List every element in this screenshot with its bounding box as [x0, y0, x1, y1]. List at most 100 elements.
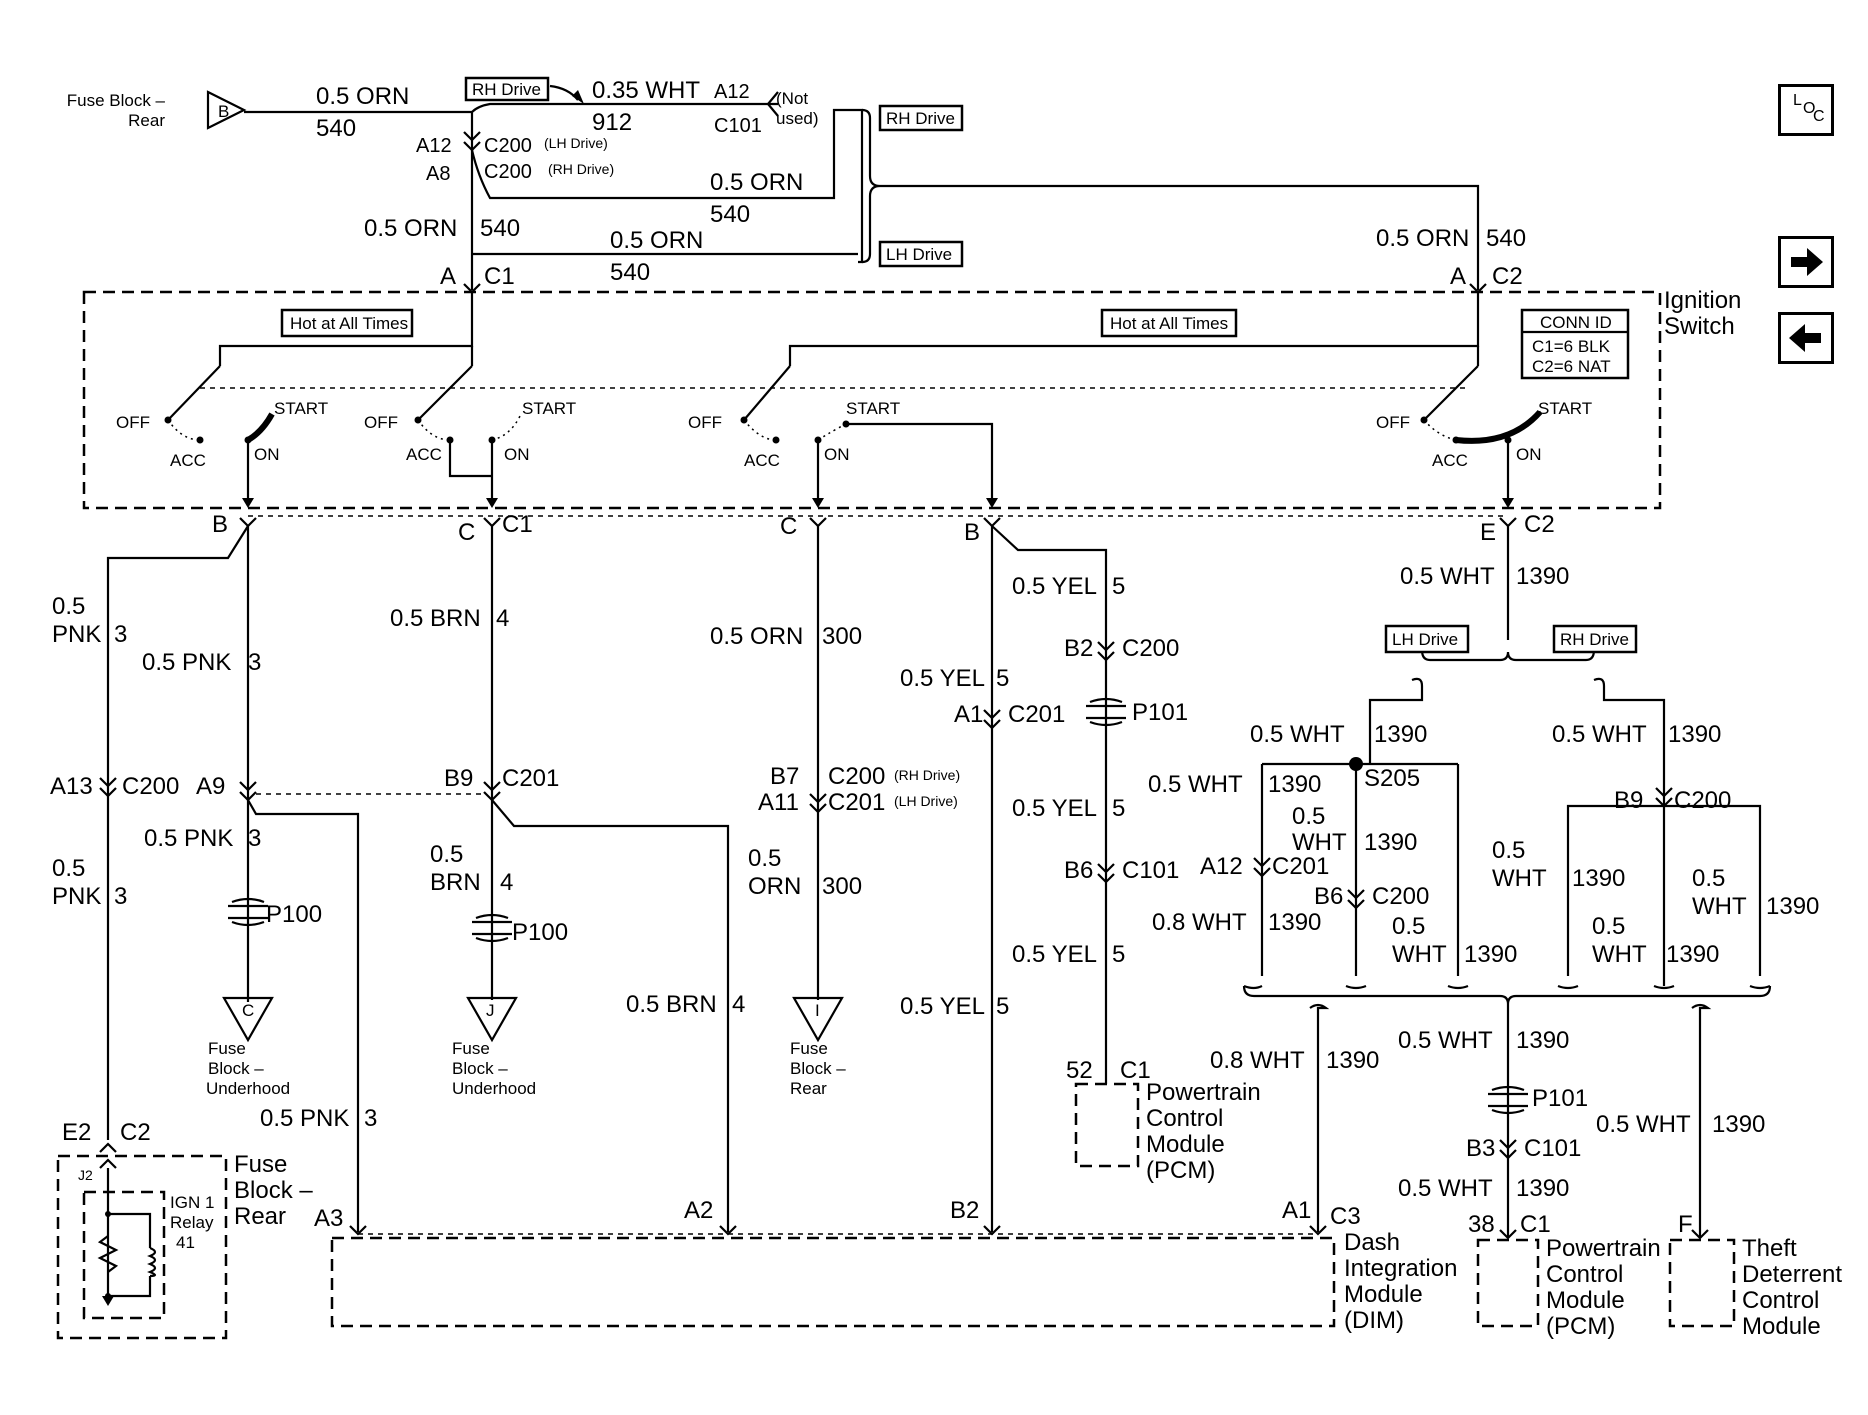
svg-text:B9: B9	[1614, 787, 1643, 814]
conn-b6-c200-symbol	[1347, 889, 1365, 910]
svg-text:Module: Module	[1146, 1131, 1225, 1158]
pin-b-left: B	[212, 511, 228, 538]
wire-color-orn-right: 0.5 ORN	[1376, 225, 1469, 252]
svg-text:Underhood: Underhood	[452, 1079, 536, 1098]
fuse-block-rear-box	[56, 1154, 228, 1340]
conn-c2-top: C2	[1492, 263, 1523, 290]
wire-wht-notused	[471, 102, 778, 113]
svg-text:Fuse: Fuse	[208, 1039, 246, 1058]
svg-text:C201: C201	[828, 789, 885, 816]
hot-at-all-times-text-2: Hot at All Times	[1110, 314, 1228, 333]
loc-button[interactable]: L O C	[1778, 84, 1834, 136]
svg-text:Rear: Rear	[790, 1079, 827, 1098]
conn-id-title: CONN ID	[1540, 313, 1612, 332]
svg-text:(RH Drive): (RH Drive)	[894, 767, 960, 783]
svg-text:Deterrent: Deterrent	[1742, 1261, 1842, 1288]
conn-b6-c101-symbol	[1097, 863, 1115, 884]
hot-at-all-times-text-1: Hot at All Times	[290, 314, 408, 333]
wire-color-wht035: 0.35 WHT	[592, 77, 700, 104]
svg-text:0.5 YEL: 0.5 YEL	[900, 993, 985, 1020]
next-page-button[interactable]	[1778, 236, 1834, 288]
svg-text:1390: 1390	[1364, 829, 1417, 856]
svg-text:F: F	[1678, 1211, 1693, 1238]
svg-text:RH Drive: RH Drive	[1560, 630, 1629, 649]
wire-circuit-top: 540	[316, 115, 356, 142]
wire-circuit-912: 912	[592, 109, 632, 136]
svg-text:1390: 1390	[1572, 865, 1625, 892]
svg-text:PNK: PNK	[52, 621, 101, 648]
conn-b3-c101-symbol	[1499, 1139, 1517, 1160]
svg-text:C101: C101	[1122, 857, 1179, 884]
svg-text:Module: Module	[1546, 1287, 1625, 1314]
svg-text:C2: C2	[120, 1119, 151, 1146]
drive-brace	[861, 108, 881, 264]
svg-text:1390: 1390	[1374, 721, 1427, 748]
fuse-triangle-j	[466, 996, 518, 1043]
svg-text:0.5: 0.5	[1592, 913, 1625, 940]
svg-text:300: 300	[822, 873, 862, 900]
svg-text:1390: 1390	[1712, 1111, 1765, 1138]
svg-text:Control: Control	[1546, 1261, 1623, 1288]
switch-section-1: OFF START ACC ON	[116, 365, 328, 508]
svg-text:52: 52	[1066, 1057, 1093, 1084]
prev-page-button[interactable]	[1778, 312, 1834, 364]
relay-coil	[147, 1246, 157, 1278]
svg-text:WHT: WHT	[1492, 865, 1547, 892]
svg-text:Control: Control	[1742, 1287, 1819, 1314]
svg-text:L: L	[1793, 92, 1802, 109]
svg-text:C201: C201	[502, 765, 559, 792]
conn-a12-c201-symbol	[1253, 857, 1271, 878]
svg-text:3: 3	[248, 649, 261, 676]
svg-text:WHT: WHT	[1292, 829, 1347, 856]
svg-text:WHT: WHT	[1392, 941, 1447, 968]
svg-text:ON: ON	[254, 445, 280, 464]
src-label-2: Rear	[128, 111, 165, 130]
svg-text:J2: J2	[78, 1167, 93, 1183]
svg-text:Block –: Block –	[790, 1059, 846, 1078]
conn-b2-c200-symbol	[1097, 641, 1115, 662]
svg-text:0.5 PNK: 0.5 PNK	[260, 1105, 349, 1132]
svg-text:0.5: 0.5	[52, 855, 85, 882]
svg-text:BRN: BRN	[430, 869, 481, 896]
svg-text:0.5 YEL: 0.5 YEL	[1012, 941, 1097, 968]
conn-c200-lh-sub: (LH Drive)	[544, 135, 608, 151]
svg-text:0.8 WHT: 0.8 WHT	[1152, 909, 1247, 936]
conn-c1-lower: C1	[502, 511, 533, 538]
svg-text:0.5 BRN: 0.5 BRN	[390, 605, 481, 632]
svg-text:Block –: Block –	[452, 1059, 508, 1078]
svg-text:C1: C1	[1120, 1057, 1151, 1084]
svg-text:C200: C200	[1122, 635, 1179, 662]
svg-text:B2: B2	[1064, 635, 1093, 662]
tdcm-box	[1668, 1238, 1736, 1328]
svg-text:3: 3	[114, 621, 127, 648]
arrow-left-icon	[1789, 324, 1821, 352]
ignition-switch-box	[82, 290, 1662, 510]
svg-text:OFF: OFF	[364, 413, 398, 432]
svg-text:Powertrain: Powertrain	[1146, 1079, 1261, 1106]
svg-text:1390: 1390	[1516, 1175, 1569, 1202]
splice-p100-2	[472, 913, 512, 943]
svg-text:C1: C1	[1520, 1211, 1551, 1238]
conn-c1-top: C1	[484, 263, 515, 290]
s205-drops	[1260, 764, 1460, 976]
wire-color-orn-lh: 0.5 ORN	[610, 227, 703, 254]
hot-at-all-times-tag-1	[280, 308, 414, 338]
svg-text:E2: E2	[62, 1119, 91, 1146]
splice-p101-bottom	[1488, 1085, 1528, 1115]
svg-text:PNK: PNK	[52, 883, 101, 910]
svg-text:Integration: Integration	[1344, 1255, 1457, 1282]
svg-text:38: 38	[1468, 1211, 1495, 1238]
wire-circuit-540-left: 540	[480, 215, 520, 242]
wire-pnk-to-dim	[247, 799, 360, 1232]
rh-drive-tag-right-text: RH Drive	[886, 109, 955, 128]
svg-text:A1: A1	[954, 701, 983, 728]
ignition-switch-label-1: Ignition	[1664, 287, 1741, 314]
svg-text:3: 3	[248, 825, 261, 852]
lh-drive-tag-right	[878, 240, 964, 268]
svg-text:B6: B6	[1314, 883, 1343, 910]
svg-text:IGN 1: IGN 1	[170, 1193, 214, 1212]
svg-text:C: C	[1813, 108, 1825, 125]
svg-text:B3: B3	[1466, 1135, 1495, 1162]
svg-text:P100: P100	[512, 919, 568, 946]
wire-circuit-540-mid: 540	[710, 201, 750, 228]
